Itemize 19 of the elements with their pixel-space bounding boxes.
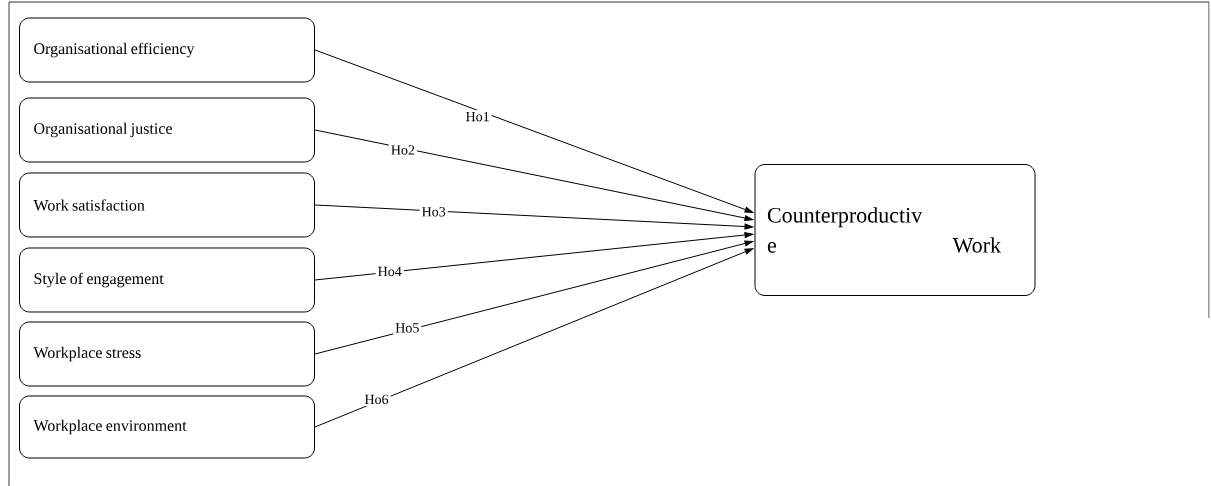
arrow	[314, 129, 754, 221]
edge-label: Ho3	[419, 205, 448, 219]
edge-label: Ho2	[388, 143, 417, 157]
arrow	[314, 248, 754, 428]
factor-box: Organisational efficiency	[19, 17, 315, 83]
edge-label: Ho5	[393, 321, 422, 335]
arrow	[314, 49, 754, 213]
factor-box: Organisational justice	[19, 97, 315, 163]
edge-label: Ho4	[375, 264, 404, 279]
edge-label: Ho1	[463, 109, 492, 124]
factor-box: Workplace stress	[19, 321, 315, 387]
outcome-box: Counterproductiv e Work	[754, 164, 1036, 296]
factor-box: Workplace environment	[19, 395, 315, 459]
arrow	[314, 204, 754, 230]
arrow	[314, 232, 754, 281]
factor-box: Style of engagement	[19, 247, 315, 313]
factor-box: Work satisfaction	[19, 172, 315, 238]
edge-label: Ho6	[362, 392, 391, 407]
arrow	[314, 240, 754, 355]
